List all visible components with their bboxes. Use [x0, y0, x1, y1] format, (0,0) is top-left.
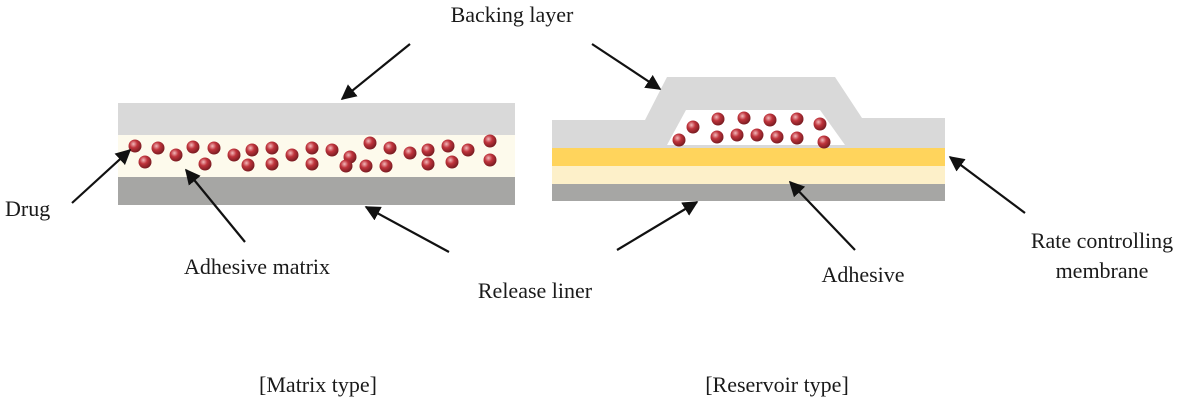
matrix-patch	[118, 103, 515, 205]
arrow-release-liner-left	[364, 206, 450, 253]
drug-particle	[241, 158, 255, 172]
drug-particle	[325, 143, 339, 157]
arrow-adhesive-matrix	[185, 168, 246, 243]
matrix-drug-particles	[128, 134, 497, 173]
drug-particle	[483, 153, 497, 167]
drug-particle	[421, 143, 435, 157]
reservoir-patch	[552, 77, 945, 201]
drug-particle	[737, 111, 751, 125]
caption-matrix-type: [Matrix type]	[259, 372, 377, 397]
arrow-backing-right	[591, 43, 662, 90]
reservoir-release-liner	[552, 184, 945, 201]
drug-particle	[128, 139, 142, 153]
drug-particle	[445, 155, 459, 169]
drug-particle	[403, 146, 417, 160]
drug-particle	[770, 130, 784, 144]
label-release-liner: Release liner	[478, 278, 593, 303]
drug-particle	[305, 141, 319, 155]
reservoir-drug-particles	[672, 111, 831, 149]
drug-particle	[227, 148, 241, 162]
drug-particle	[305, 157, 319, 171]
drug-particle	[441, 139, 455, 153]
label-drug: Drug	[5, 196, 50, 221]
drug-particle	[710, 130, 724, 144]
arrow-release-liner-right	[616, 201, 699, 251]
arrow-rate-controlling-membrane	[948, 156, 1026, 214]
drug-particle	[672, 133, 686, 147]
drug-particle	[359, 159, 373, 173]
drug-particle	[686, 120, 700, 134]
captions: [Matrix type] [Reservoir type]	[259, 372, 849, 397]
drug-particle	[265, 157, 279, 171]
reservoir-adhesive-layer	[552, 166, 945, 184]
drug-particle	[138, 155, 152, 169]
drug-particle	[186, 140, 200, 154]
labels: Backing layer Drug Adhesive matrix Relea…	[5, 2, 1173, 303]
label-membrane: membrane	[1056, 258, 1149, 283]
drug-particle	[363, 136, 377, 150]
drug-particle	[421, 157, 435, 171]
arrows	[71, 43, 1026, 253]
arrow-backing-left	[340, 43, 411, 100]
arrow-adhesive	[788, 180, 856, 251]
drug-particle	[285, 148, 299, 162]
matrix-release-liner	[118, 177, 515, 205]
drug-particle	[817, 135, 831, 149]
label-rate-controlling: Rate controlling	[1031, 228, 1173, 253]
drug-particle	[483, 134, 497, 148]
drug-particle	[790, 131, 804, 145]
drug-particle	[379, 159, 393, 173]
drug-particle	[461, 143, 475, 157]
drug-particle	[763, 113, 777, 127]
drug-particle	[198, 157, 212, 171]
drug-particle	[151, 141, 165, 155]
drug-particle	[265, 141, 279, 155]
drug-particle	[790, 112, 804, 126]
arrow-drug	[71, 148, 132, 204]
label-adhesive: Adhesive	[821, 262, 904, 287]
drug-particle	[245, 143, 259, 157]
label-adhesive-matrix: Adhesive matrix	[184, 254, 330, 279]
label-backing-layer: Backing layer	[451, 2, 574, 27]
drug-particle	[813, 117, 827, 131]
matrix-backing-layer	[118, 103, 515, 135]
drug-particle	[383, 141, 397, 155]
rate-controlling-membrane	[552, 148, 945, 166]
drug-particle	[711, 112, 725, 126]
caption-reservoir-type: [Reservoir type]	[705, 372, 849, 397]
drug-particle	[169, 148, 183, 162]
drug-particle	[730, 128, 744, 142]
drug-particle	[207, 141, 221, 155]
drug-particle	[750, 128, 764, 142]
drug-particle	[339, 159, 353, 173]
